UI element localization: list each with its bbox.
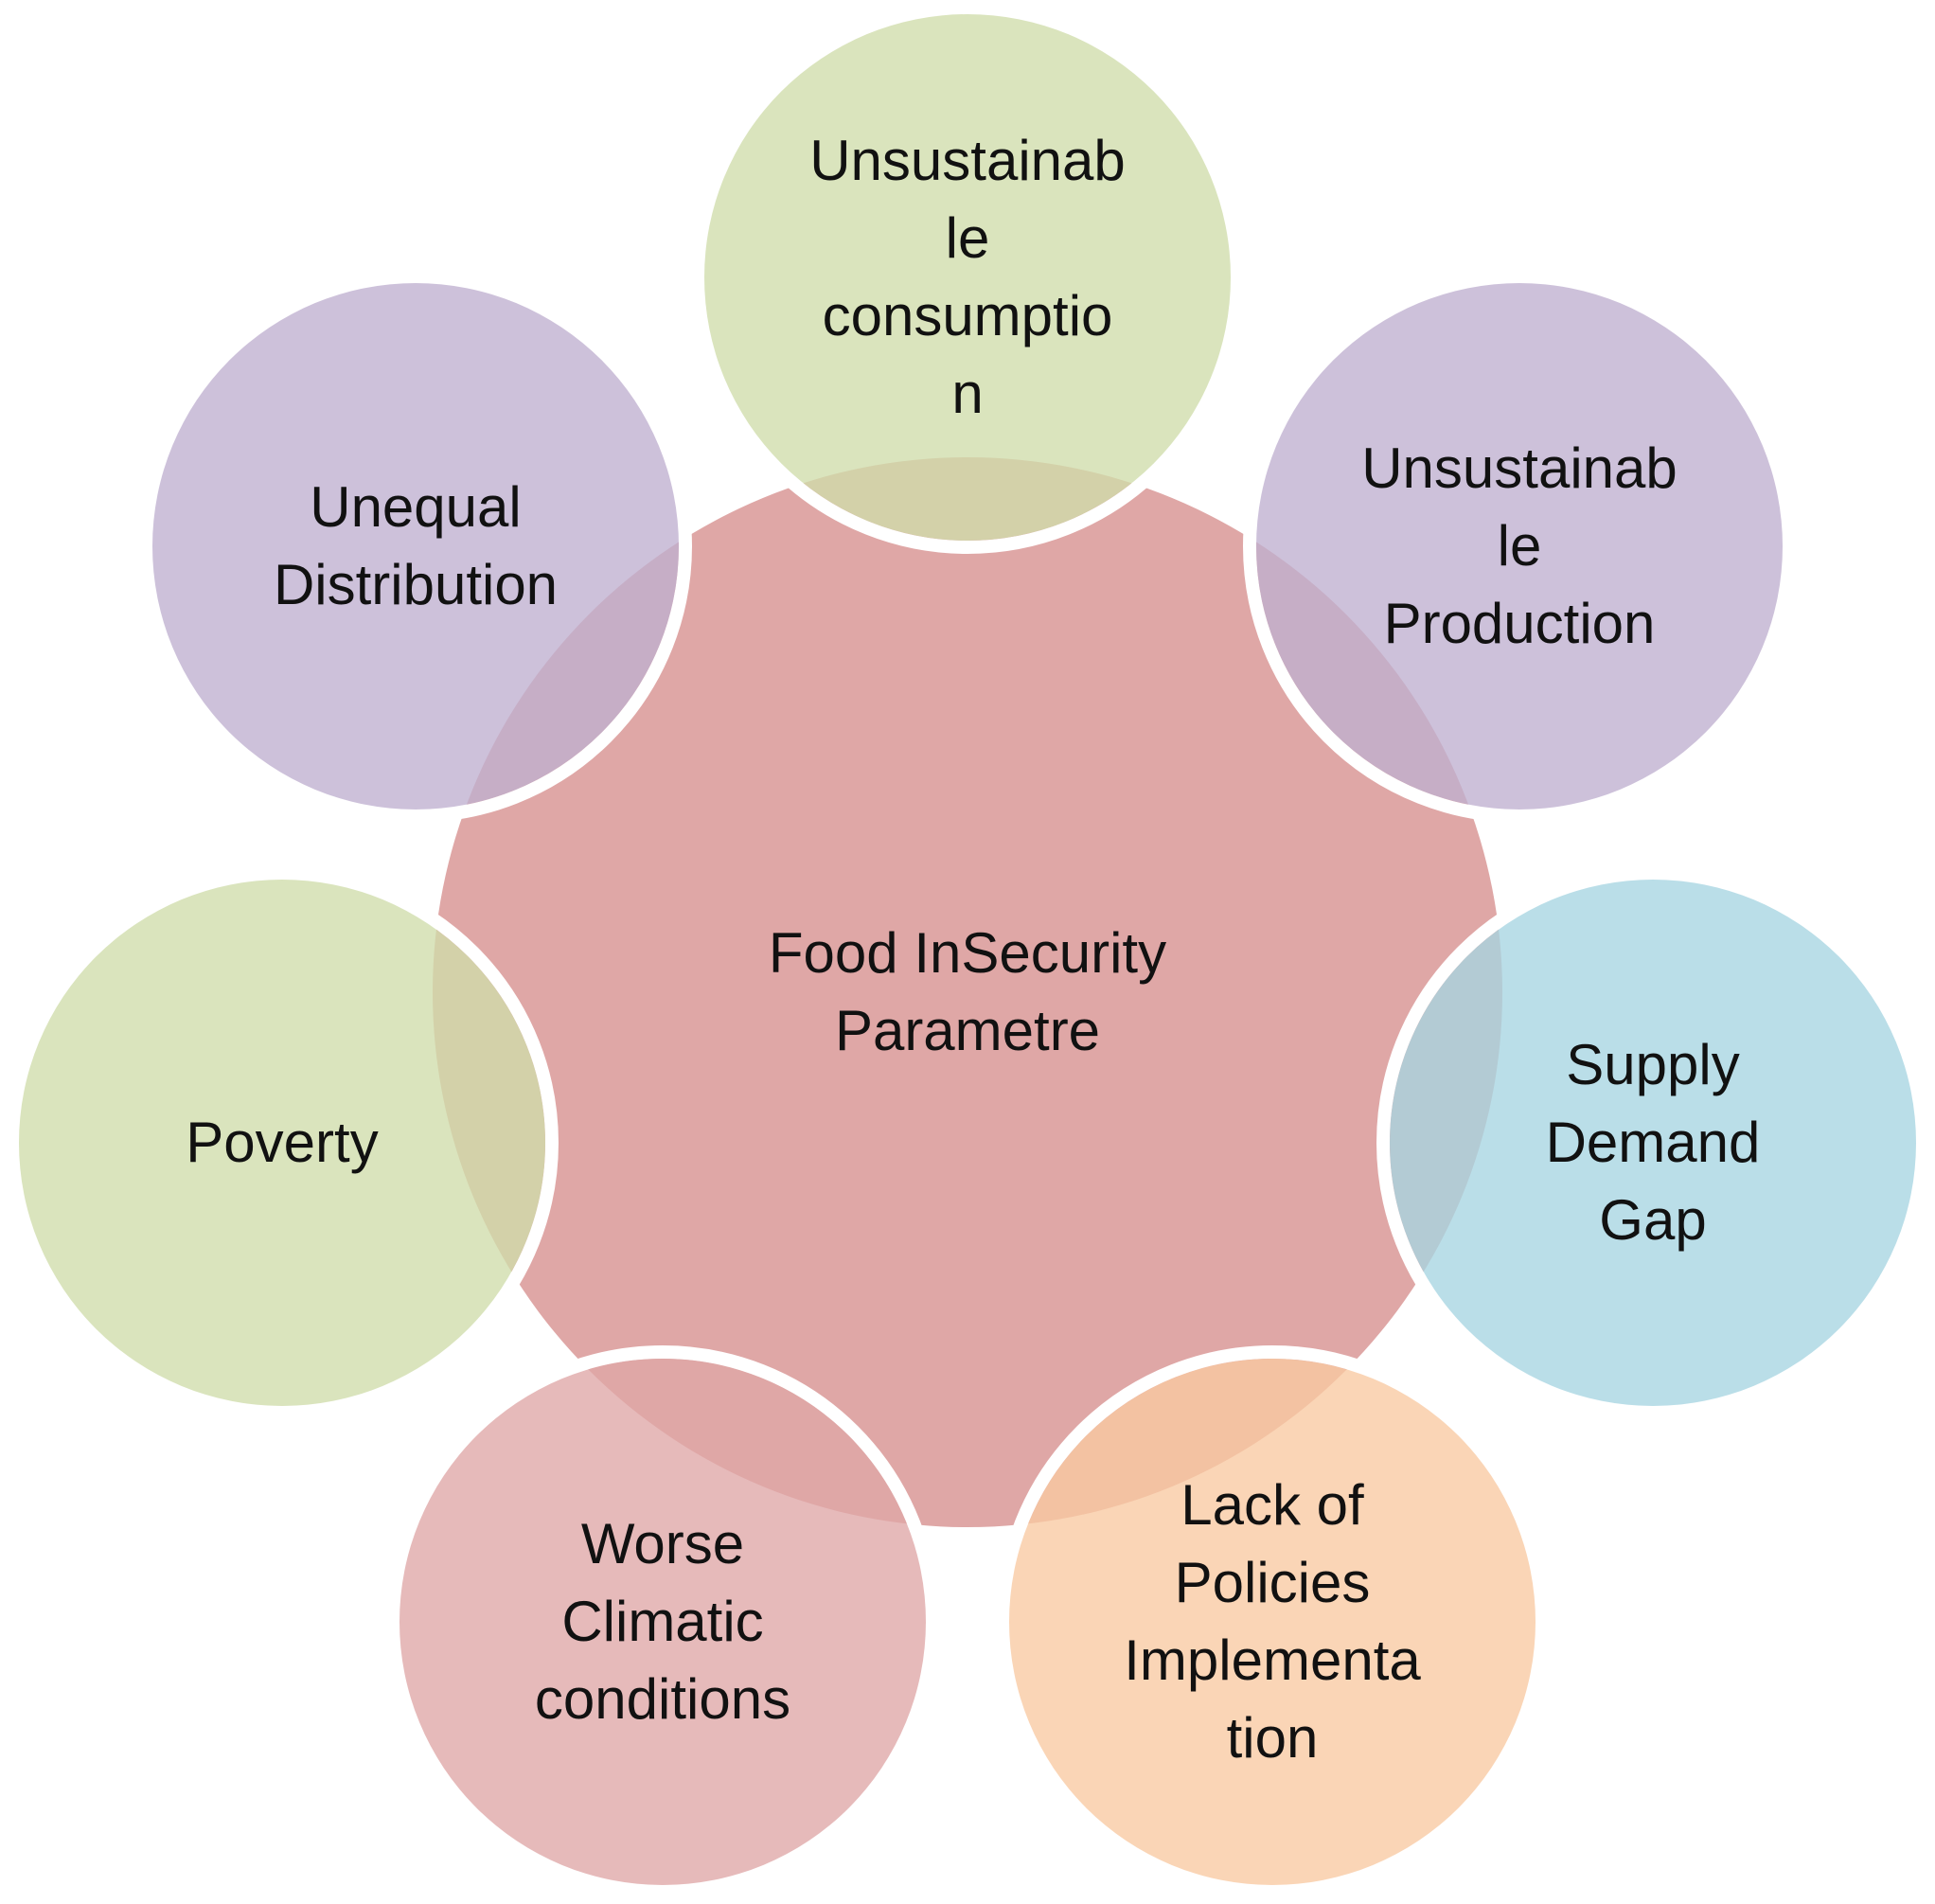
center-node [433,457,1502,1527]
node-poverty [6,866,559,1419]
node-supply-demand-label-line: Gap [1599,1188,1706,1252]
node-distribution-halo [139,270,692,823]
node-policies-label-line: Lack of [1181,1473,1364,1537]
node-climatic [386,1345,939,1898]
node-policies-label-line: Implementa [1124,1628,1421,1692]
node-supply-demand-circle [1390,880,1916,1406]
node-policies-circle [1009,1359,1536,1885]
node-distribution-label-line: Unequal [310,475,522,539]
node-climatic-circle [399,1359,926,1885]
center-label-line: Food InSecurity [769,921,1166,985]
node-consumption-label-line: n [951,362,983,425]
node-poverty-label-line: Poverty [186,1111,378,1174]
node-poverty-halo [6,866,559,1419]
node-supply-demand-label-line: Demand [1546,1111,1761,1174]
node-production-circle [1256,283,1783,810]
node-distribution [139,270,692,823]
node-poverty-circle [19,880,545,1406]
center-label-line: Parametre [835,999,1100,1062]
node-production-label-line: le [1498,514,1542,578]
node-production-label-line: Unsustainab [1361,436,1678,500]
node-consumption-label-line: le [946,206,990,270]
node-climatic-label-line: Worse [581,1512,744,1575]
node-consumption-label-line: consumptio [823,284,1113,347]
node-supply-demand-label-line: Supply [1566,1033,1739,1096]
node-supply-demand [1376,866,1929,1419]
node-policies [996,1345,1549,1898]
node-policies-label-line: tion [1227,1706,1319,1770]
node-climatic-label-line: conditions [535,1667,790,1731]
node-supply-demand-halo [1376,866,1929,1419]
node-climatic-label-line: Climatic [561,1590,763,1653]
node-production-halo [1243,270,1796,823]
node-consumption-circle [704,14,1231,541]
node-distribution-label-line: Distribution [274,553,558,616]
node-policies-label-line: Policies [1175,1551,1371,1614]
node-consumption [691,1,1244,554]
node-policies-halo [996,1345,1549,1898]
node-climatic-halo [386,1345,939,1898]
node-consumption-label-line: Unsustainab [809,129,1126,192]
node-distribution-circle [152,283,679,810]
node-production-label-line: Production [1384,592,1656,655]
node-consumption-halo [691,1,1244,554]
node-production [1243,270,1796,823]
